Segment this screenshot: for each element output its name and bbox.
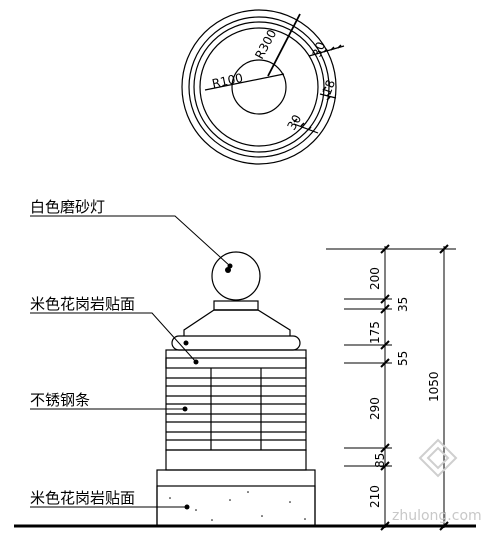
callout-leaders — [30, 215, 231, 508]
dim-35: 35 — [396, 297, 410, 312]
watermark-text: zhulong.com — [392, 508, 482, 524]
callout-steel-bars: 不锈钢条 — [30, 391, 90, 409]
plan-outer-ring — [181, 9, 337, 165]
ring-dim-label-top: 30 — [310, 40, 328, 59]
plan-view — [181, 9, 345, 165]
ring-dim-label-bottom: 30 — [284, 112, 304, 132]
callout-granite-cap: 米色花岗岩贴面 — [30, 295, 135, 313]
ring-dim-line-bottom — [293, 123, 319, 134]
watermark-logo — [418, 438, 458, 478]
base-plinth — [156, 469, 316, 527]
base-speckle — [169, 491, 306, 521]
dim-overall-1050: 1050 — [427, 371, 441, 402]
cap — [171, 300, 301, 351]
cap-band — [171, 335, 301, 351]
dimension-ticks — [380, 244, 449, 531]
radius-label-r100: R100 — [211, 71, 244, 91]
callout-granite-base: 米色花岗岩贴面 — [30, 489, 135, 507]
dim-290: 290 — [368, 397, 382, 420]
ring-dim-label-mid: 18 — [320, 78, 338, 97]
plan-inner-circle — [231, 59, 287, 115]
lamp-globe-dot — [225, 267, 231, 273]
dim-55: 55 — [396, 351, 410, 366]
callout-dots — [182, 263, 233, 510]
dim-200: 200 — [368, 267, 382, 290]
r300-leader — [267, 13, 301, 77]
plan-ring-4 — [199, 27, 319, 147]
dim-175: 175 — [368, 321, 382, 344]
plan-ring-3 — [193, 21, 325, 153]
dim-85: 85 — [373, 453, 387, 468]
ring-dim-tick-3 — [293, 118, 312, 131]
shaft-ring-lower — [165, 449, 307, 471]
ring-dim-tick-2 — [322, 86, 331, 101]
cap-roof — [183, 309, 291, 336]
radius-label-r300: R300 — [252, 27, 279, 61]
plan-ring-2 — [188, 16, 330, 158]
r100-leader — [204, 73, 285, 91]
lamp-globe — [211, 251, 261, 301]
dim-210: 210 — [368, 485, 382, 508]
shaft — [165, 349, 307, 471]
ring-dim-tick-1 — [323, 44, 342, 53]
cap-neck — [213, 300, 259, 311]
callout-frosted-lamp: 白色磨砂灯 — [30, 198, 105, 216]
